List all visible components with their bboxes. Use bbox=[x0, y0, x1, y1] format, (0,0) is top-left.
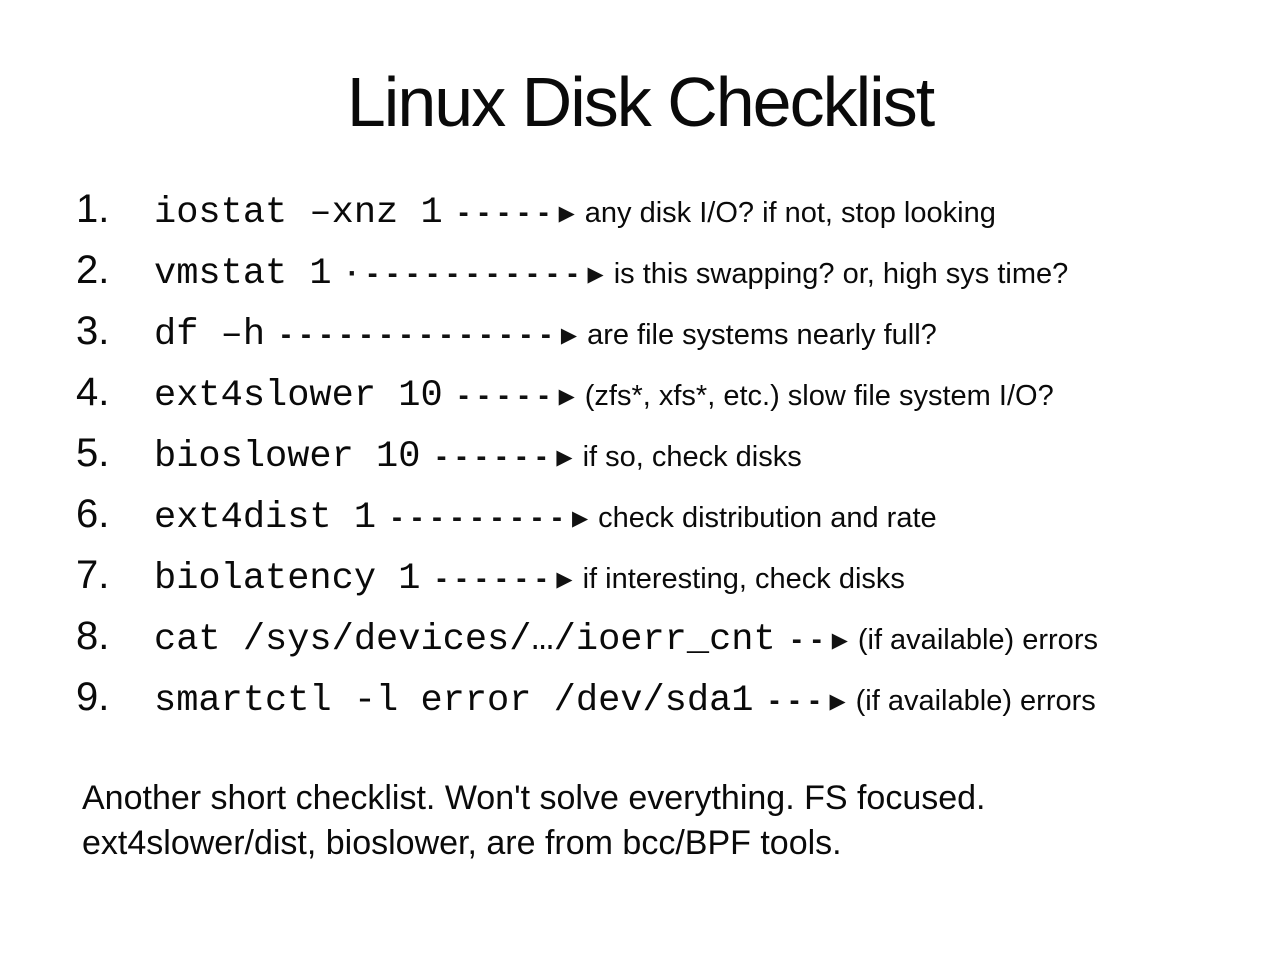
arrow-head-icon: ▶ bbox=[558, 201, 575, 225]
item-number: 9. bbox=[76, 675, 110, 719]
item-command: ext4slower 10 bbox=[154, 375, 443, 417]
item-description: are file systems nearly full? bbox=[587, 319, 937, 351]
checklist-item: 1. iostat –xnz 1 -----▶ any disk I/O? if… bbox=[76, 181, 1280, 242]
dashed-arrow: --------------▶ bbox=[281, 318, 577, 352]
checklist-item: 5. bioslower 10 ------▶ if so, check dis… bbox=[76, 425, 1280, 486]
item-description: any disk I/O? if not, stop looking bbox=[584, 197, 996, 229]
checklist-item: 7. biolatency 1 ------▶ if interesting, … bbox=[76, 547, 1280, 608]
checklist-item: 9. smartctl -l error /dev/sda1 ---▶ (if … bbox=[76, 669, 1280, 730]
item-number: 8. bbox=[76, 614, 110, 658]
item-command: biolatency 1 bbox=[154, 558, 421, 600]
dashed-arrow: -----▶ bbox=[459, 379, 575, 413]
page-title: Linux Disk Checklist bbox=[346, 63, 935, 141]
arrow-head-icon: ▶ bbox=[829, 689, 846, 713]
footer-note: Another short checklist. Won't solve eve… bbox=[82, 776, 1280, 866]
arrow-dashes: ·----------- bbox=[347, 257, 588, 290]
arrow-head-icon: ▶ bbox=[558, 384, 575, 408]
checklist-item: 3. df –h --------------▶ are file system… bbox=[76, 303, 1280, 364]
dashed-arrow: --▶ bbox=[792, 623, 848, 657]
dashed-arrow: -----▶ bbox=[459, 196, 575, 230]
dashed-arrow: ---▶ bbox=[770, 684, 846, 718]
item-number: 7. bbox=[76, 553, 110, 597]
item-description: (if available) errors bbox=[855, 685, 1096, 717]
checklist-item: 8. cat /sys/devices/…/ioerr_cnt --▶ (if … bbox=[76, 608, 1280, 669]
arrow-head-icon: ▶ bbox=[560, 323, 578, 347]
dashed-arrow: ------▶ bbox=[436, 562, 572, 596]
item-description: (if available) errors bbox=[857, 624, 1098, 656]
item-number: 3. bbox=[76, 309, 110, 353]
dashed-arrow: ------▶ bbox=[436, 440, 572, 474]
item-command: cat /sys/devices/…/ioerr_cnt bbox=[154, 619, 776, 661]
item-number: 4. bbox=[76, 370, 110, 414]
item-command: smartctl -l error /dev/sda1 bbox=[154, 680, 754, 722]
checklist-item: 6. ext4dist 1 ---------▶ check distribut… bbox=[76, 486, 1280, 547]
arrow-dashes: ------ bbox=[436, 440, 557, 473]
arrow-head-icon: ▶ bbox=[556, 445, 573, 469]
item-description: check distribution and rate bbox=[598, 502, 937, 534]
arrow-head-icon: ▶ bbox=[587, 262, 604, 286]
item-command: ext4dist 1 bbox=[154, 497, 377, 539]
item-description: if interesting, check disks bbox=[582, 563, 905, 595]
arrow-dashes: ----- bbox=[458, 196, 559, 229]
arrow-dashes: --------- bbox=[392, 501, 572, 534]
item-number: 5. bbox=[76, 431, 110, 475]
item-command: vmstat 1 bbox=[154, 253, 332, 295]
arrow-dashes: ----- bbox=[458, 379, 559, 412]
checklist-item: 2. vmstat 1 ·-----------▶ is this swappi… bbox=[76, 242, 1280, 303]
footer-line-1: Another short checklist. Won't solve eve… bbox=[82, 779, 986, 817]
item-description: (zfs*, xfs*, etc.) slow file system I/O? bbox=[584, 380, 1054, 412]
arrow-head-icon: ▶ bbox=[571, 506, 589, 530]
item-command: df –h bbox=[154, 314, 266, 356]
arrow-dashes: -------------- bbox=[281, 318, 561, 351]
checklist-item: 4. ext4slower 10 -----▶ (zfs*, xfs*, etc… bbox=[76, 364, 1280, 425]
item-description: is this swapping? or, high sys time? bbox=[613, 258, 1069, 290]
arrow-head-icon: ▶ bbox=[556, 567, 573, 591]
item-description: if so, check disks bbox=[582, 441, 802, 473]
arrow-dashes: --- bbox=[769, 684, 830, 717]
arrow-head-icon: ▶ bbox=[831, 628, 848, 652]
item-command: bioslower 10 bbox=[154, 436, 421, 478]
arrow-dashes: -- bbox=[791, 623, 832, 656]
item-command: iostat –xnz 1 bbox=[154, 192, 443, 234]
footer-line-2: ext4slower/dist, bioslower, are from bcc… bbox=[82, 824, 842, 862]
dashed-arrow: ---------▶ bbox=[392, 501, 588, 535]
dashed-arrow: ·-----------▶ bbox=[348, 257, 604, 291]
item-number: 1. bbox=[76, 187, 110, 231]
checklist: 1. iostat –xnz 1 -----▶ any disk I/O? if… bbox=[76, 181, 1280, 730]
item-number: 2. bbox=[76, 248, 110, 292]
item-number: 6. bbox=[76, 492, 110, 536]
arrow-dashes: ------ bbox=[436, 562, 557, 595]
